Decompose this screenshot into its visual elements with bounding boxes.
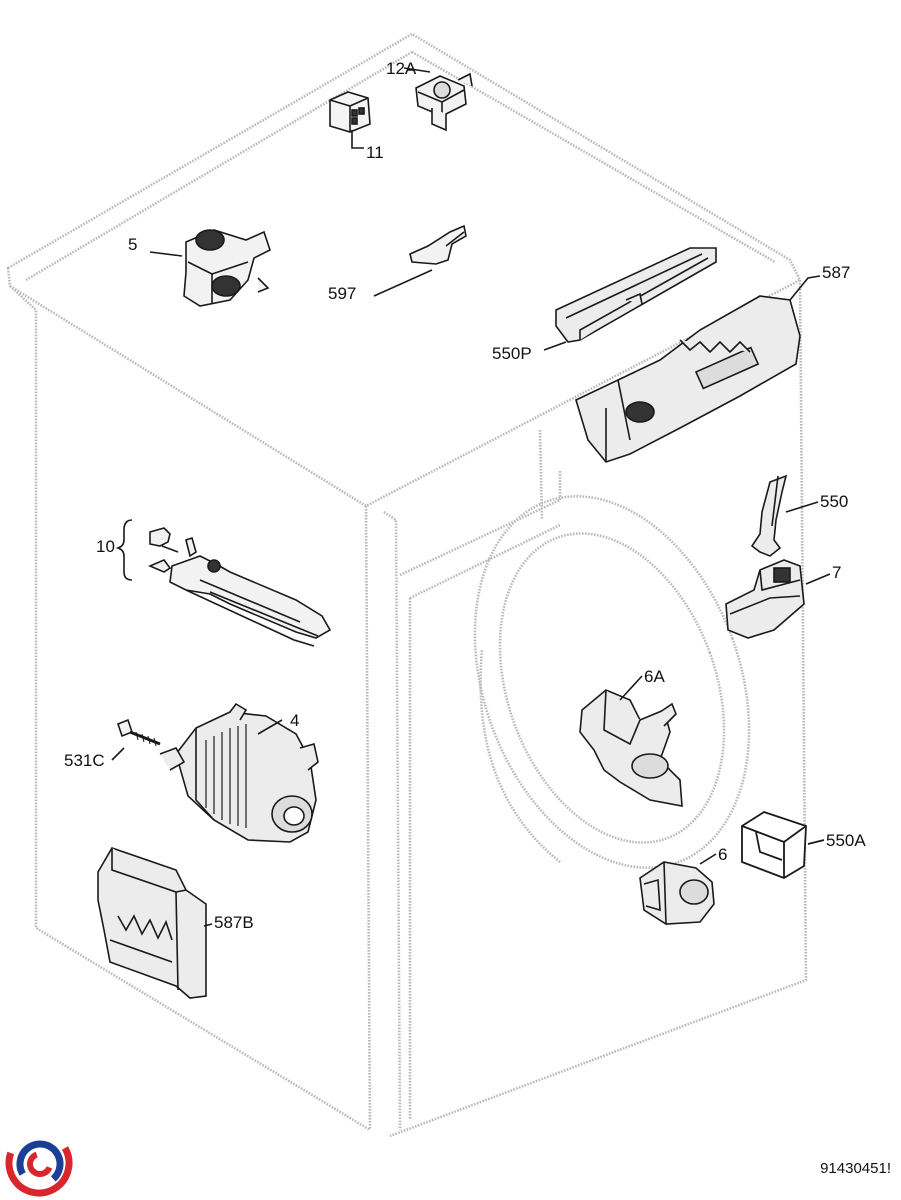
part-550A-cover[interactable] [741, 811, 825, 879]
brand-logo-icon [5, 1129, 73, 1197]
part-6-pump[interactable] [639, 853, 717, 925]
part-587-control-module[interactable] [575, 275, 821, 463]
part-10-heating-element[interactable] [115, 519, 332, 647]
label-587: 587 [822, 263, 851, 282]
part-4-motor[interactable] [159, 702, 319, 843]
label-6A: 6A [644, 667, 665, 686]
part-5-inlet-valve[interactable] [149, 229, 271, 307]
part-12A-pressure-switch[interactable] [403, 67, 473, 132]
label-6: 6 [718, 845, 728, 864]
label-587B: 587B [214, 913, 254, 932]
label-12A: 12A [386, 59, 417, 78]
part-7-door-lock[interactable] [725, 559, 831, 639]
label-550A: 550A [826, 831, 866, 850]
part-597-lever[interactable] [373, 224, 467, 297]
label-531C: 531C [64, 751, 105, 770]
part-6A-drain-pump[interactable] [579, 675, 683, 807]
part-11-capacitor[interactable] [329, 91, 371, 149]
label-4: 4 [290, 711, 300, 730]
cabinet-outline [6, 32, 808, 1138]
label-11: 11 [366, 143, 384, 162]
part-531C-screw[interactable] [111, 718, 161, 761]
label-10: 10 [96, 537, 115, 556]
diagram-reference-code: 91430451! [820, 1160, 891, 1177]
label-550: 550 [820, 492, 849, 511]
label-550P: 550P [492, 344, 532, 363]
label-597: 597 [328, 284, 357, 303]
label-7: 7 [832, 563, 842, 582]
part-587B-control-board[interactable] [97, 847, 213, 999]
part-550-door-lever[interactable] [750, 474, 819, 557]
part-550P-dispenser-panel[interactable] [543, 247, 717, 351]
label-5: 5 [128, 235, 138, 254]
